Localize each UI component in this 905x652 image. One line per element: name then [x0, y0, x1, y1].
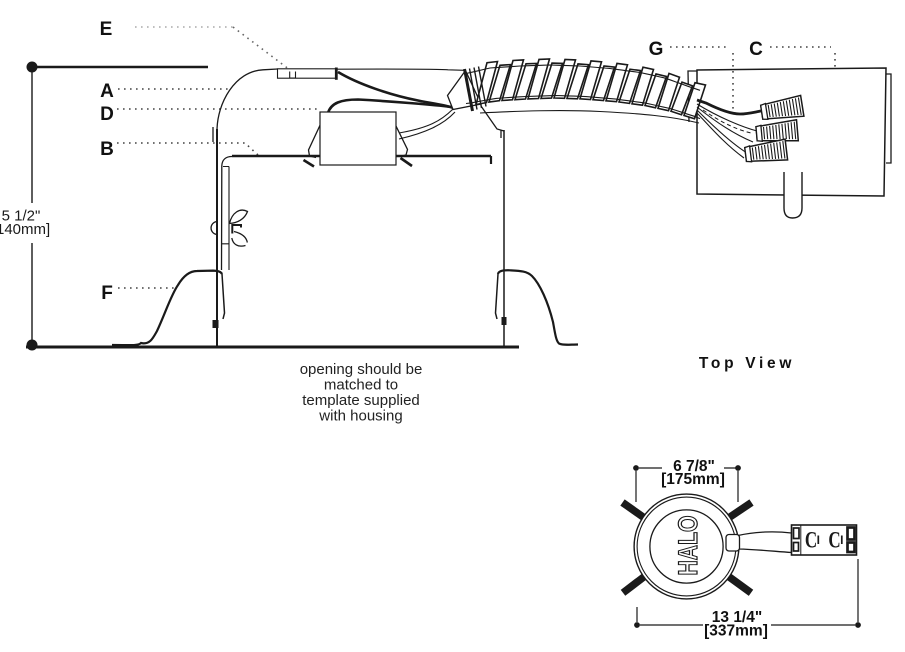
svg-text:D: D — [100, 104, 114, 125]
svg-text:HALO: HALO — [673, 516, 703, 576]
svg-text:[175mm]: [175mm] — [661, 471, 725, 488]
svg-text:A: A — [100, 81, 114, 102]
svg-text:C: C — [828, 528, 840, 553]
svg-text:with housing: with housing — [318, 408, 402, 425]
svg-text:13 1/4": 13 1/4" — [712, 609, 762, 626]
svg-text:opening should be: opening should be — [300, 361, 423, 378]
svg-text:matched to: matched to — [324, 377, 398, 394]
svg-text:6 7/8": 6 7/8" — [673, 458, 715, 475]
svg-text:C: C — [749, 39, 763, 60]
svg-text:C: C — [805, 528, 817, 553]
svg-text:G: G — [649, 39, 664, 60]
svg-text:[337mm]: [337mm] — [704, 623, 768, 640]
svg-text:Top View: Top View — [699, 355, 795, 372]
svg-text:[140mm]: [140mm] — [0, 221, 50, 238]
svg-text:F: F — [101, 283, 113, 304]
svg-text:5 1/2": 5 1/2" — [2, 208, 41, 225]
svg-text:template supplied: template supplied — [302, 392, 420, 409]
svg-text:B: B — [100, 139, 114, 160]
svg-text:E: E — [100, 19, 113, 40]
